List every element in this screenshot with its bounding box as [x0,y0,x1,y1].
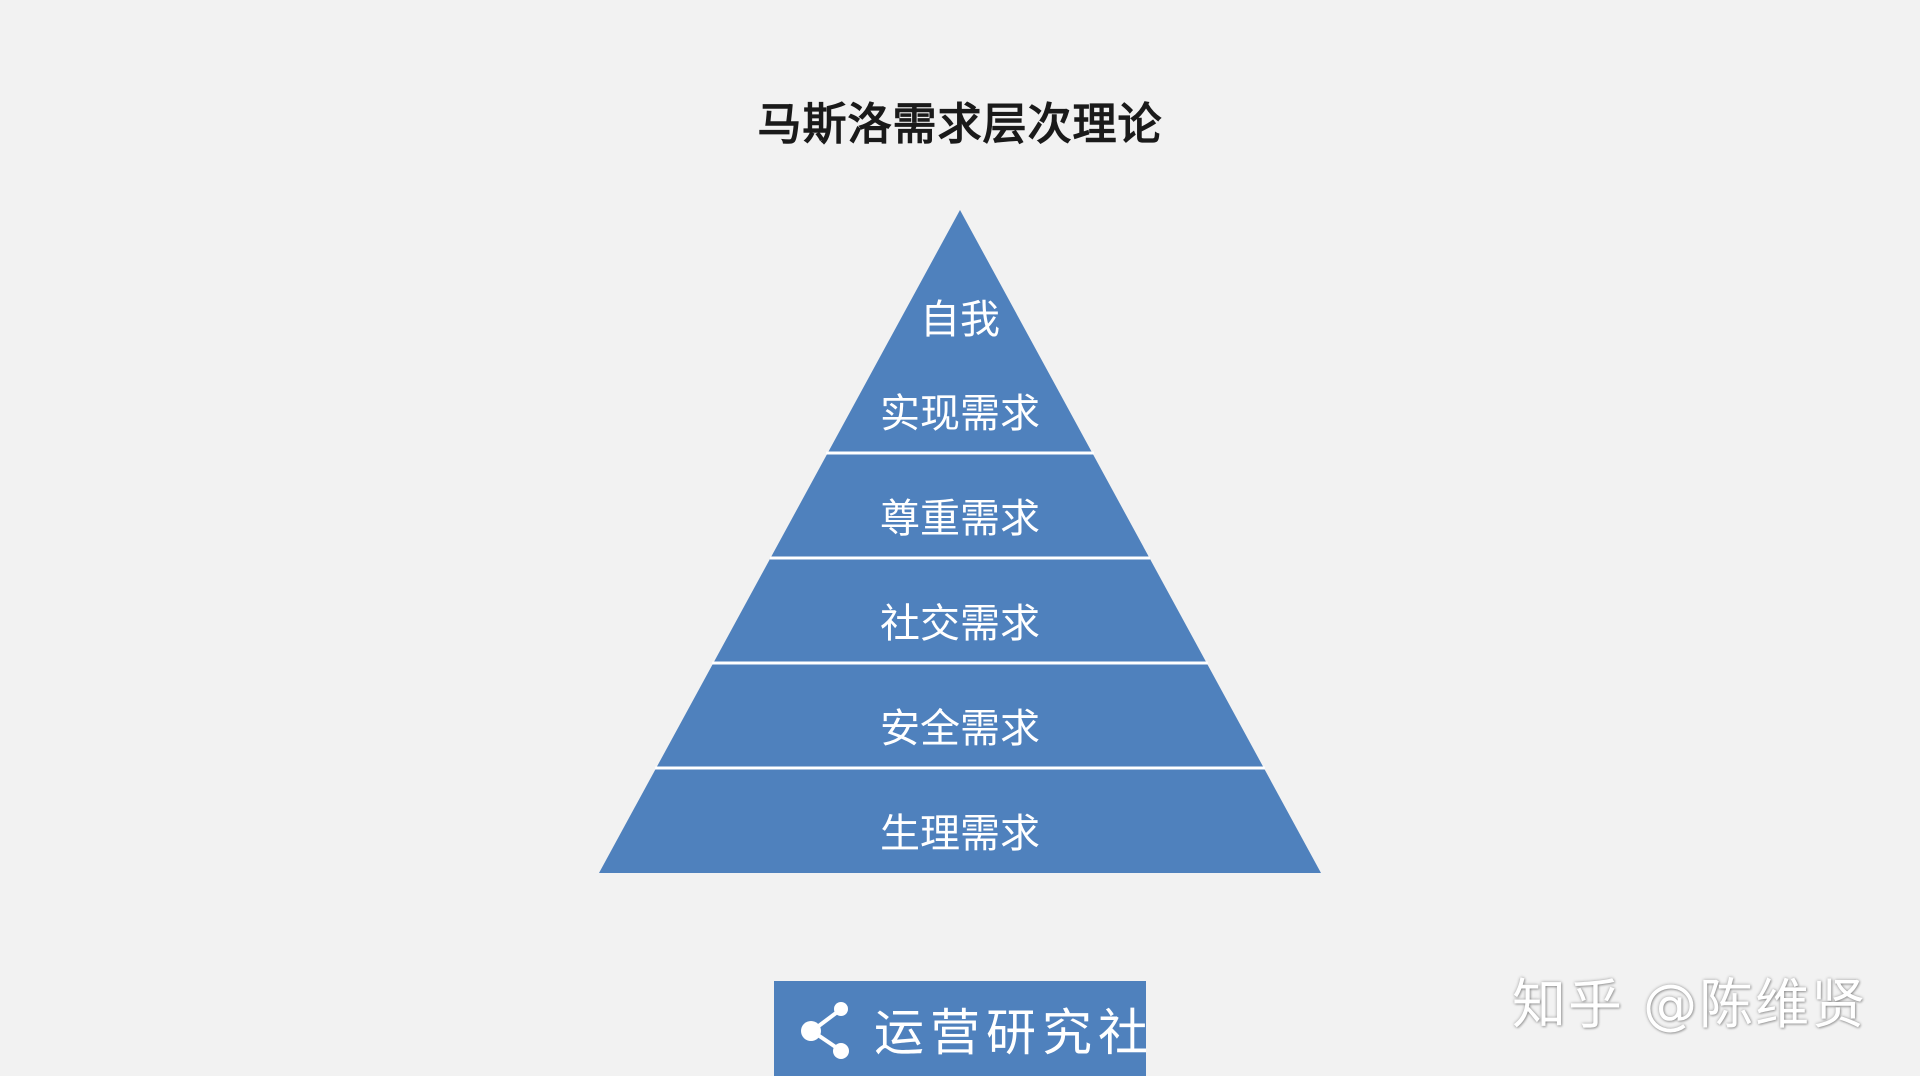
level-safety: 安全需求 [880,706,1040,752]
level-physiological: 生理需求 [880,811,1040,857]
diagram-title: 马斯洛需求层次理论 [757,99,1163,150]
watermark: 知乎 @陈维贤 [1512,973,1868,1036]
level-social: 社交需求 [880,601,1040,647]
level-self-actualization-line1: 自我 [920,297,1000,343]
level-self-actualization-line2: 实现需求 [880,391,1040,437]
brand-name: 运营研究社 [874,1003,1154,1062]
level-esteem: 尊重需求 [880,496,1040,542]
share-icon [801,1001,849,1059]
pyramid-shape [599,210,1321,873]
brand-logo: 运营研究社 [774,981,1148,1076]
